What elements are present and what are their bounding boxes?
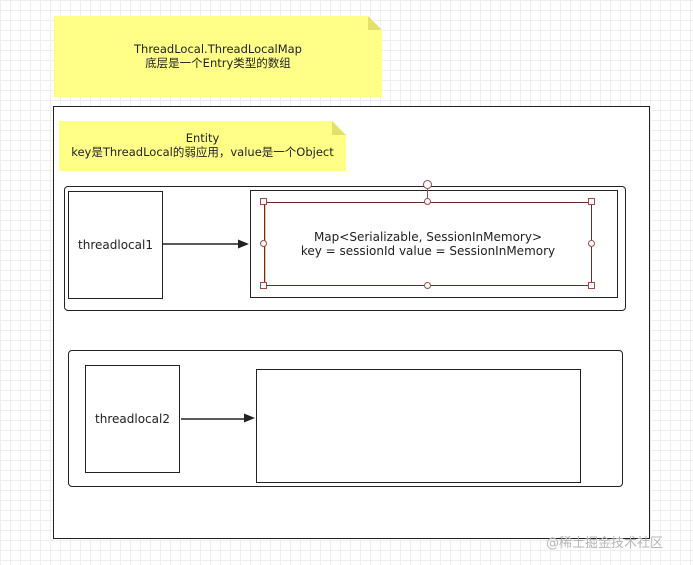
entry-2[interactable] xyxy=(68,350,623,487)
entry-1-key-label: threadlocal1 xyxy=(78,238,153,252)
resize-handle-right[interactable] xyxy=(588,240,595,247)
entry-2-key-box[interactable]: threadlocal2 xyxy=(85,365,180,473)
resize-handle-top-right[interactable] xyxy=(588,198,595,205)
resize-handle-left[interactable] xyxy=(260,240,267,247)
entity-note-description: key是ThreadLocal的弱应用，value是一个Object xyxy=(71,145,334,159)
resize-handle-top-left[interactable] xyxy=(260,198,267,205)
threadlocalmap-note-title: ThreadLocal.ThreadLocalMap xyxy=(134,42,302,56)
entry-1-value-map-type: Map<Serializable, SessionInMemory> xyxy=(313,230,543,244)
entry-2-value-box[interactable] xyxy=(256,369,581,483)
entry-1-key-box[interactable]: threadlocal1 xyxy=(68,191,163,299)
entry-array-container[interactable] xyxy=(53,106,650,539)
resize-handle-bottom[interactable] xyxy=(424,282,431,289)
rotate-handle[interactable] xyxy=(423,180,432,189)
resize-handle-top[interactable] xyxy=(424,198,431,205)
entry-1[interactable] xyxy=(64,186,626,311)
entity-note-title: Entity xyxy=(185,131,220,145)
resize-handle-bottom-right[interactable] xyxy=(588,282,595,289)
arrow-threadlocal1-to-value[interactable] xyxy=(163,239,249,249)
watermark: @稀土掘金技术社区 xyxy=(546,536,664,551)
rotate-handle-stem xyxy=(427,189,428,200)
entry-1-value-description: key = sessionId value = SessionInMemory xyxy=(300,244,556,258)
threadlocalmap-note: ThreadLocal.ThreadLocalMap 底层是一个Entry类型的… xyxy=(54,16,382,97)
entry-1-value-frame[interactable] xyxy=(250,190,618,298)
entry-2-key-label: threadlocal2 xyxy=(95,412,170,426)
entity-note: Entity key是ThreadLocal的弱应用，value是一个Objec… xyxy=(59,121,346,171)
threadlocalmap-note-description: 底层是一个Entry类型的数组 xyxy=(145,56,291,70)
arrow-threadlocal2-to-value[interactable] xyxy=(181,413,255,423)
resize-handle-bottom-left[interactable] xyxy=(260,282,267,289)
